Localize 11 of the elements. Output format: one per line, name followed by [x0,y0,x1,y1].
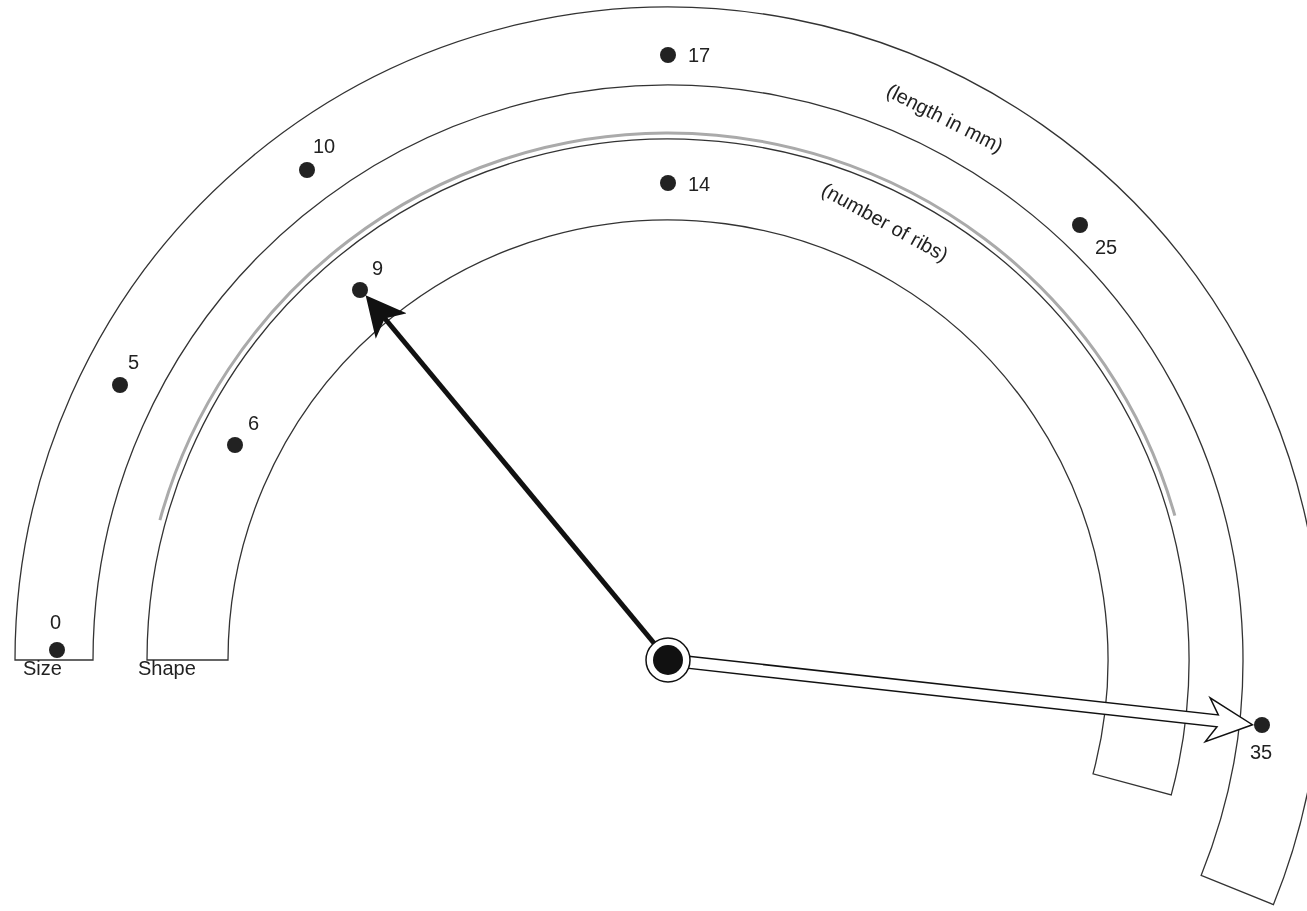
scale-value: 5 [128,352,140,372]
scale-value: 35 [1250,742,1273,762]
scale-value: 10 [313,136,336,156]
scale-value: 0 [50,612,62,632]
scale-value: 25 [1095,237,1118,257]
scale-value: 6 [248,413,260,433]
scale-value: 9 [372,258,384,278]
scale-name: Shape [138,658,196,678]
scale-name: Size [23,658,62,678]
scale-value: 17 [688,45,711,65]
scale-value: 14 [688,174,711,194]
